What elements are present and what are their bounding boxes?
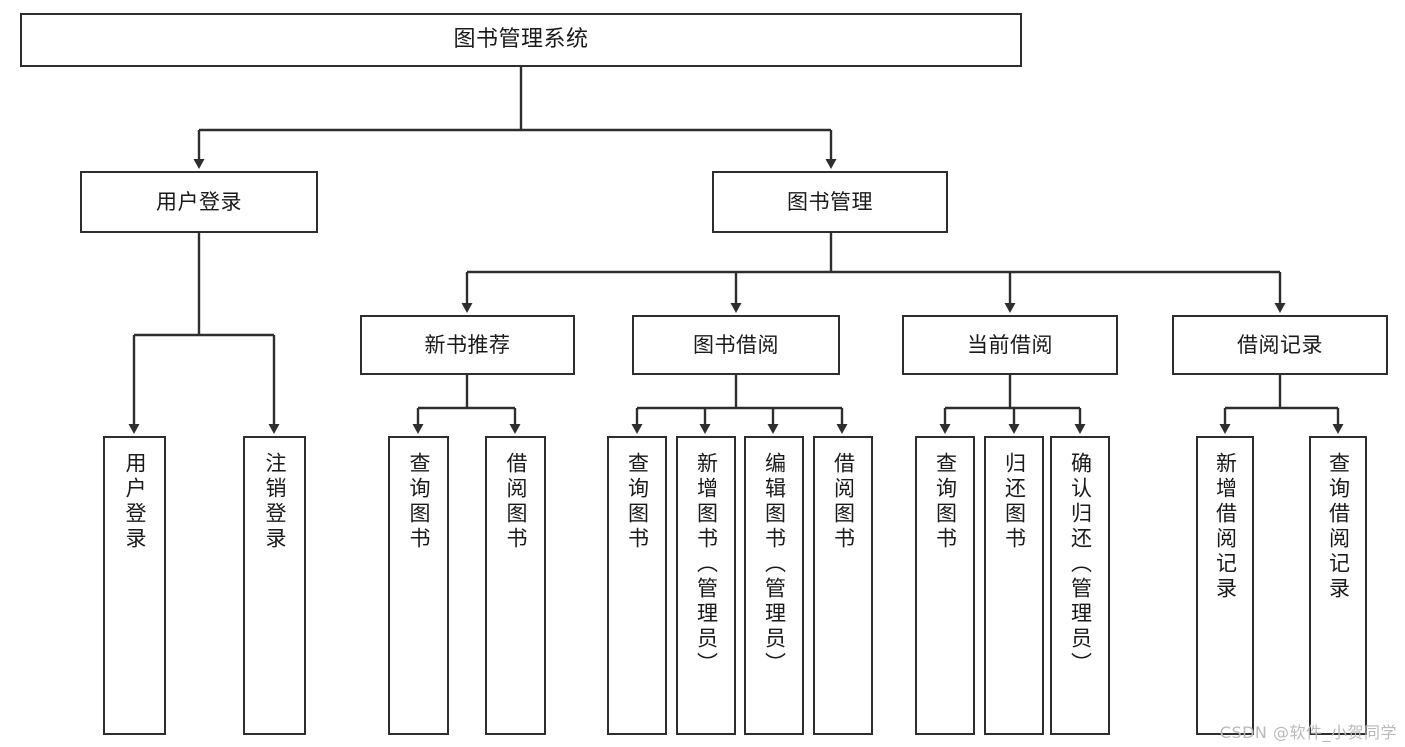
leaf-bb-borrow-book-label: 借阅图书 xyxy=(831,452,856,552)
node-book-borrow-label: 图书借阅 xyxy=(693,332,779,357)
leaf-cb-return-book[interactable]: 归还图书 xyxy=(984,436,1044,735)
leaf-logout-label: 注销登录 xyxy=(263,452,287,552)
leaf-nb-borrow-book[interactable]: 借阅图书 xyxy=(485,436,546,735)
leaf-user-login-label: 用户登录 xyxy=(123,452,147,552)
leaf-bb-query-book[interactable]: 查询图书 xyxy=(607,436,667,735)
leaf-logout[interactable]: 注销登录 xyxy=(243,436,306,735)
leaf-bb-edit-book[interactable]: 编辑图书（管理员） xyxy=(744,436,804,735)
leaf-cb-return-book-label: 归还图书 xyxy=(1002,452,1027,552)
leaf-br-add-record-label: 新增借阅记录 xyxy=(1213,452,1238,602)
node-new-book-recommend-label: 新书推荐 xyxy=(424,332,511,357)
leaf-nb-borrow-book-label: 借阅图书 xyxy=(504,452,528,552)
node-root-label: 图书管理系统 xyxy=(453,27,589,53)
node-current-borrow-label: 当前借阅 xyxy=(967,332,1053,357)
node-user-login-label: 用户登录 xyxy=(156,189,242,214)
leaf-br-add-record[interactable]: 新增借阅记录 xyxy=(1196,436,1254,735)
leaf-nb-query-book-label: 查询图书 xyxy=(407,452,431,552)
leaf-cb-query-book-label: 查询图书 xyxy=(933,452,958,552)
leaf-bb-add-book-label: 新增图书（管理员） xyxy=(694,452,719,677)
leaf-bb-borrow-book[interactable]: 借阅图书 xyxy=(813,436,873,735)
leaf-cb-confirm-return-label: 确认归还（管理员） xyxy=(1068,452,1093,677)
node-borrow-record[interactable]: 借阅记录 xyxy=(1172,315,1388,375)
csdn-watermark: CSDN @软件_小贺同学 xyxy=(1219,723,1397,742)
leaf-cb-confirm-return[interactable]: 确认归还（管理员） xyxy=(1050,436,1110,735)
leaf-bb-add-book[interactable]: 新增图书（管理员） xyxy=(676,436,736,735)
node-book-borrow[interactable]: 图书借阅 xyxy=(632,315,840,375)
leaf-user-login[interactable]: 用户登录 xyxy=(103,436,166,735)
leaf-bb-edit-book-label: 编辑图书（管理员） xyxy=(762,452,787,677)
leaf-nb-query-book[interactable]: 查询图书 xyxy=(388,436,449,735)
node-book-manage[interactable]: 图书管理 xyxy=(712,171,948,233)
node-root[interactable]: 图书管理系统 xyxy=(20,13,1022,67)
node-borrow-record-label: 借阅记录 xyxy=(1237,332,1323,357)
leaf-bb-query-book-label: 查询图书 xyxy=(625,452,650,552)
leaf-br-query-record[interactable]: 查询借阅记录 xyxy=(1309,436,1367,735)
node-book-manage-label: 图书管理 xyxy=(787,189,873,214)
node-new-book-recommend[interactable]: 新书推荐 xyxy=(360,315,575,375)
node-user-login[interactable]: 用户登录 xyxy=(80,171,318,233)
node-current-borrow[interactable]: 当前借阅 xyxy=(902,315,1118,375)
leaf-cb-query-book[interactable]: 查询图书 xyxy=(915,436,975,735)
leaf-br-query-record-label: 查询借阅记录 xyxy=(1326,452,1351,602)
